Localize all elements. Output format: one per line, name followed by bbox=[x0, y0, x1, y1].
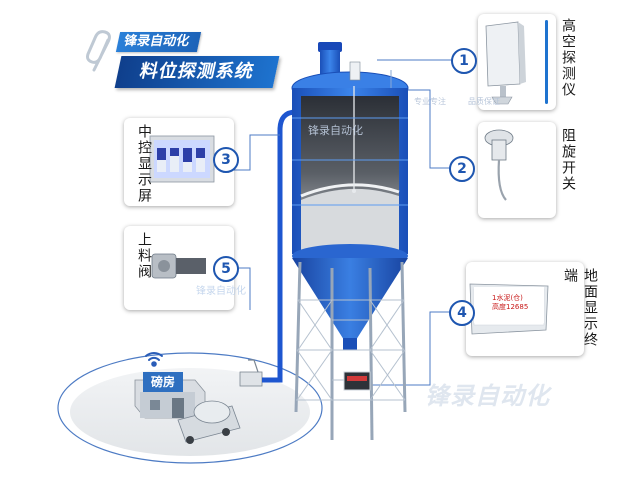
feed-pipe bbox=[262, 109, 297, 383]
weigh-house-label: 磅房 bbox=[143, 372, 183, 392]
callout-label-5: 上料阀 bbox=[136, 232, 152, 280]
paperclip-icon bbox=[86, 30, 111, 72]
callout-label-3: 中控显示屏 bbox=[136, 124, 152, 204]
callout-label-4: 地面显示终端 bbox=[562, 268, 598, 348]
bottom-watermark: 锋录自动化 bbox=[425, 382, 550, 410]
discharge-valve-graphic bbox=[239, 359, 263, 387]
callout-label-2: 阻旋开关 bbox=[560, 128, 576, 192]
terminal-screen-line2: 高度12685 bbox=[492, 303, 529, 311]
callout-label-1: 高空探测仪 bbox=[560, 18, 576, 98]
callout-number-4: 4 bbox=[449, 300, 475, 326]
wifi-icon bbox=[145, 352, 163, 367]
callout-card-2 bbox=[478, 122, 556, 218]
callout-number-2: 2 bbox=[449, 156, 475, 182]
callout-number-3: 3 bbox=[213, 147, 239, 173]
connector-lines bbox=[230, 59, 462, 386]
silo-legs bbox=[294, 261, 407, 441]
silo-graphic bbox=[291, 42, 409, 350]
brand-name-tag: 锋录自动化 bbox=[115, 32, 202, 52]
system-title: 料位探测系统 bbox=[114, 56, 280, 88]
terminal-screen: 1水泥(仓) 高度12685 bbox=[474, 287, 544, 323]
terminal-screen-line1: 1水泥(仓) bbox=[492, 294, 523, 302]
callout-number-1: 1 bbox=[451, 48, 477, 74]
valve-watermark: 锋录自动化 bbox=[196, 286, 246, 297]
silo-small-text-2: 品质保证 bbox=[468, 97, 500, 106]
silo-watermark: 锋录自动化 bbox=[308, 124, 363, 137]
silo-small-text-1: 专业专注 bbox=[414, 97, 446, 106]
callout-number-5: 5 bbox=[213, 256, 239, 282]
mixer-truck-graphic bbox=[177, 400, 241, 444]
